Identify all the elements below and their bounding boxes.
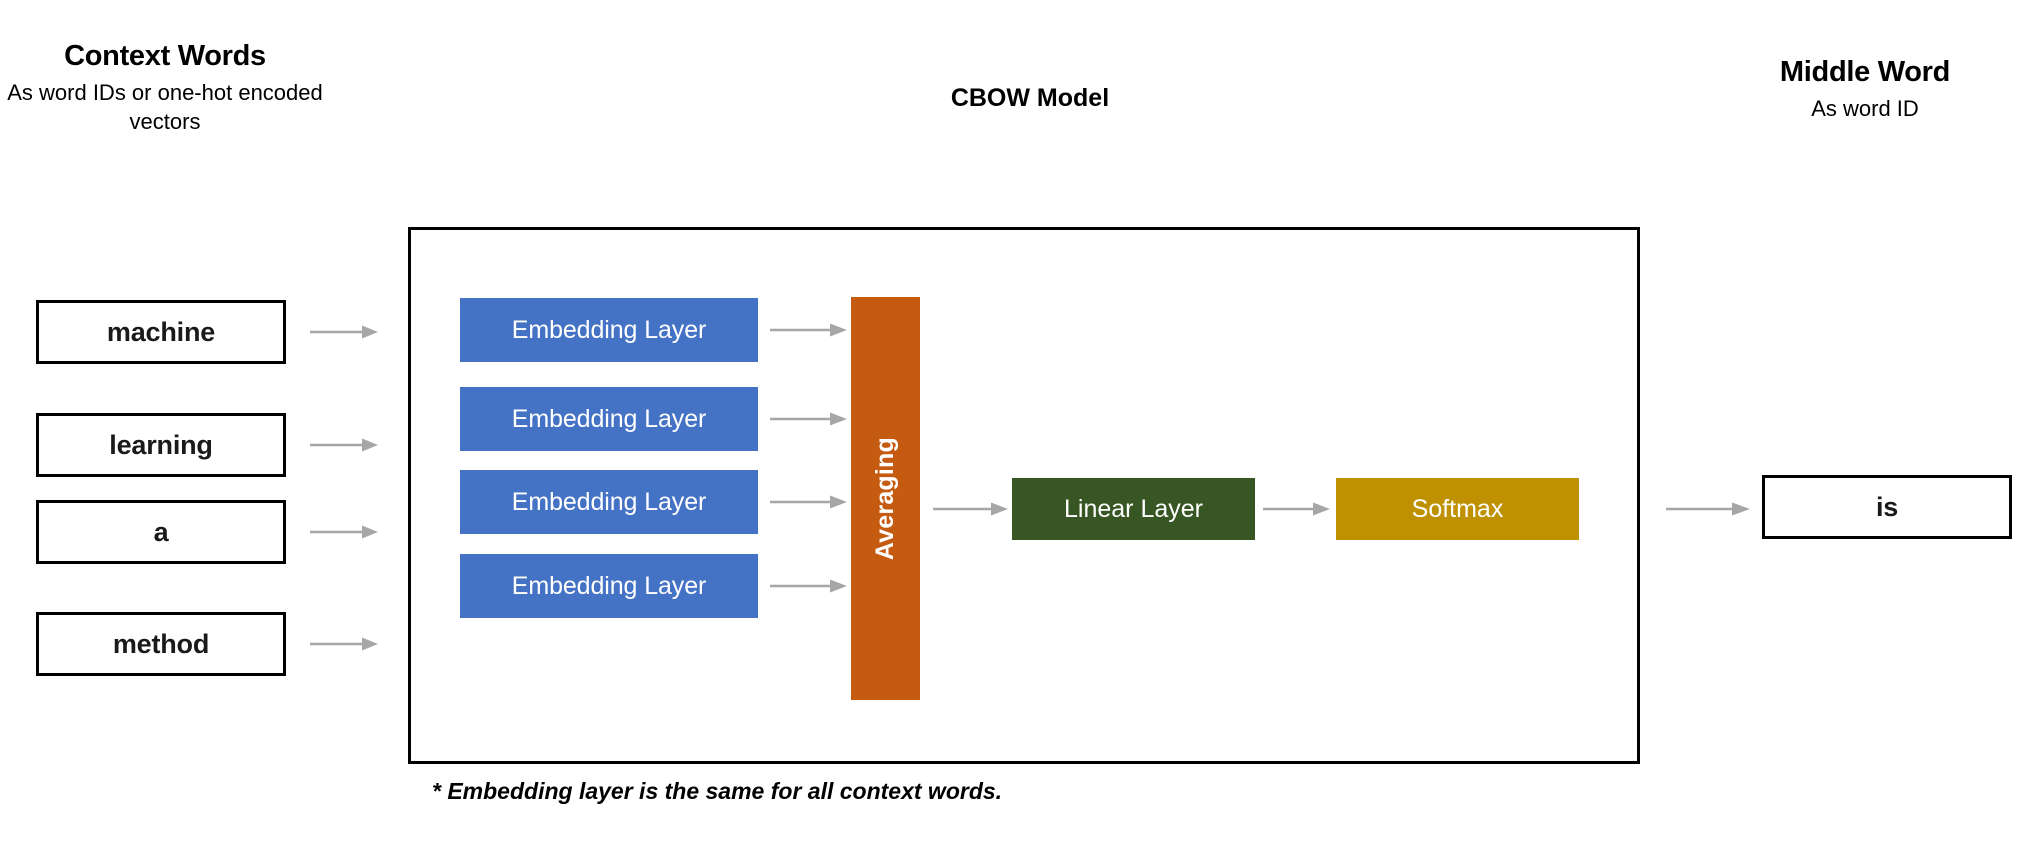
- arrow-a-to-model: [310, 522, 380, 542]
- context-word-box-machine[interactable]: machine: [36, 300, 286, 364]
- middle-word-header: Middle Word As word ID: [1700, 54, 2030, 123]
- middle-word-output-box[interactable]: is: [1762, 475, 2012, 539]
- arrow-learning-to-model: [310, 435, 380, 455]
- arrow-embedding2-to-averaging: [770, 409, 850, 429]
- context-words-header: Context Words As word IDs or one-hot enc…: [0, 38, 330, 136]
- arrow-averaging-to-linear: [933, 499, 1011, 519]
- embedding-layer-block-1[interactable]: Embedding Layer: [460, 298, 758, 362]
- averaging-label: Averaging: [871, 436, 899, 561]
- linear-layer-block[interactable]: Linear Layer: [1012, 478, 1255, 540]
- arrow-embedding1-to-averaging: [770, 320, 850, 340]
- arrow-embedding4-to-averaging: [770, 576, 850, 596]
- arrow-softmax-to-output: [1666, 499, 1754, 519]
- page-title: CBOW Model: [950, 84, 1110, 112]
- middle-word-subtitle: As word ID: [1811, 96, 1919, 121]
- context-word-box-method[interactable]: method: [36, 612, 286, 676]
- arrow-linear-to-softmax: [1263, 499, 1333, 519]
- softmax-block[interactable]: Softmax: [1336, 478, 1579, 540]
- cbow-model-container: [408, 227, 1640, 764]
- footnote-text: * Embedding layer is the same for all co…: [432, 778, 1003, 804]
- embedding-layer-block-2[interactable]: Embedding Layer: [460, 387, 758, 451]
- arrow-machine-to-model: [310, 322, 380, 342]
- averaging-block[interactable]: Averaging: [851, 297, 920, 700]
- embedding-layer-block-4[interactable]: Embedding Layer: [460, 554, 758, 618]
- middle-word-title: Middle Word: [1779, 56, 1951, 88]
- context-words-subtitle: As word IDs or one-hot encoded vectors: [7, 80, 323, 134]
- context-words-title: Context Words: [64, 40, 266, 72]
- arrow-method-to-model: [310, 634, 380, 654]
- context-word-box-a[interactable]: a: [36, 500, 286, 564]
- context-word-box-learning[interactable]: learning: [36, 413, 286, 477]
- embedding-layer-block-3[interactable]: Embedding Layer: [460, 470, 758, 534]
- arrow-embedding3-to-averaging: [770, 492, 850, 512]
